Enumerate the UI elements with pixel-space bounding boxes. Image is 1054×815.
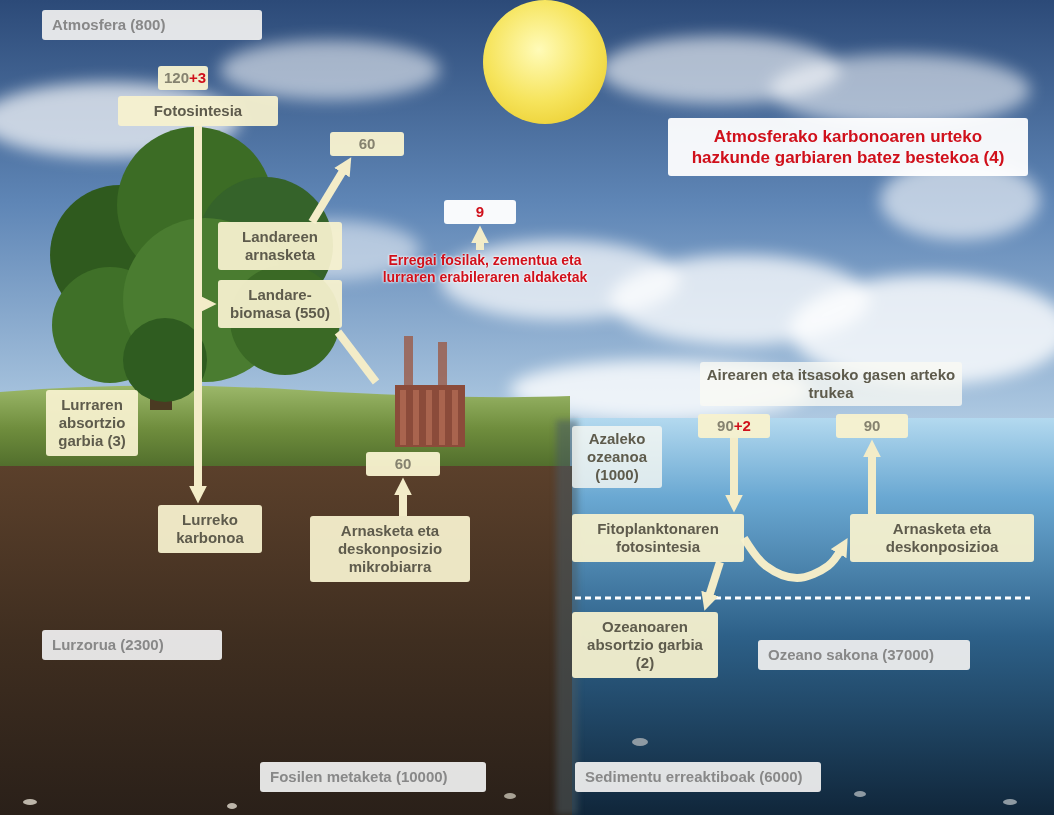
flux-arrow — [730, 438, 738, 500]
chimney — [404, 336, 413, 388]
flux-number: 60 — [366, 452, 440, 476]
flux-number: 60 — [330, 132, 404, 156]
flux-arrow — [868, 452, 876, 514]
process-box: Lurraren absortzio garbia (3) — [46, 390, 138, 456]
soil — [0, 466, 572, 815]
rock — [1003, 799, 1017, 805]
factory-column — [400, 390, 406, 445]
reservoir-box: Fosilen metaketa (10000) — [260, 762, 486, 792]
node-text: Airearen eta itsasoko gasen arteko truke… — [707, 366, 955, 401]
rock — [504, 793, 516, 799]
factory — [395, 336, 465, 447]
process-box: Arnasketa eta deskonposizio mikrobiarra — [310, 516, 470, 582]
ocean — [555, 418, 1054, 815]
node-text: 60 — [395, 455, 412, 472]
node-text: Arnasketa eta deskonposizio mikrobiarra — [338, 522, 442, 575]
flux-increment: +2 — [734, 417, 751, 434]
reservoir-box: Lurzorua (2300) — [42, 630, 222, 660]
node-text: 90 — [864, 417, 881, 434]
flux-arrow — [312, 168, 345, 222]
flux-increment: +3 — [189, 69, 206, 86]
node-text: Atmosferako karbonoaren urteko hazkunde … — [692, 127, 1005, 167]
node-text: 90 — [717, 417, 734, 434]
node-text: 9 — [476, 203, 484, 220]
node-text: Erregai fosilak, zementua eta lurraren e… — [383, 252, 588, 285]
rock — [632, 738, 648, 746]
node-text: 60 — [359, 135, 376, 152]
rocks — [23, 738, 1017, 809]
reservoir-box: Sedimentu erreaktiboak (6000) — [575, 762, 821, 792]
node-text: Fotosintesia — [154, 102, 242, 119]
factory-building — [395, 385, 465, 447]
flux-number: 120+3 — [158, 66, 208, 90]
factory-column — [452, 390, 458, 445]
node-text: Lurzorua (2300) — [52, 636, 164, 653]
flux-arrow — [198, 126, 204, 304]
sun — [483, 0, 607, 124]
node-text: Ozeano sakona (37000) — [768, 646, 934, 663]
factory-column — [426, 390, 432, 445]
flux-number: 9 — [444, 200, 516, 224]
factory-column — [413, 390, 419, 445]
process-box: Ozeanoaren absortzio garbia (2) — [572, 612, 718, 678]
flux-number: 90 — [836, 414, 908, 438]
rock — [227, 803, 237, 809]
node-text: Fitoplanktonaren fotosintesia — [597, 520, 719, 555]
node-text: Landare- biomasa (550) — [230, 286, 330, 321]
process-box: Fitoplanktonaren fotosintesia — [572, 514, 744, 562]
ocean-layer-divider — [575, 597, 1030, 600]
node-text: Atmosfera (800) — [52, 16, 165, 33]
cloud — [220, 40, 440, 100]
reservoir-box: Ozeano sakona (37000) — [758, 640, 970, 670]
node-text: Sedimentu erreaktiboak (6000) — [585, 768, 803, 785]
rock — [854, 791, 866, 797]
node-text: Azaleko ozeanoa (1000) — [587, 430, 647, 483]
source-label: Erregai fosilak, zementua eta lurraren e… — [378, 250, 592, 288]
reservoir-box: Atmosfera (800) — [42, 10, 262, 40]
node-text: Arnasketa eta deskonposizioa — [886, 520, 999, 555]
flux-number: 90+2 — [698, 414, 770, 438]
flux-arrow — [744, 538, 841, 578]
cloud — [770, 54, 1030, 126]
rock — [23, 799, 37, 805]
exchange-box: Airearen eta itsasoko gasen arteko truke… — [700, 362, 962, 406]
node-text: 120 — [164, 69, 189, 86]
node-text: Lurraren absortzio garbia (3) — [58, 396, 126, 449]
process-box: Fotosintesia — [118, 96, 278, 126]
biomass-flow-line — [338, 332, 376, 382]
flux-arrow — [194, 126, 202, 491]
flux-arrow — [708, 562, 720, 599]
factory-column — [439, 390, 445, 445]
node-text: Landareen arnasketa — [242, 228, 318, 263]
reservoir-box: Azaleko ozeanoa (1000) — [572, 426, 662, 488]
grass — [0, 385, 570, 472]
node-text: Ozeanoaren absortzio garbia (2) — [587, 618, 703, 671]
flux-arrow — [399, 490, 407, 516]
flux-arrow — [476, 238, 484, 250]
reservoir-box: Landare- biomasa (550) — [218, 280, 342, 328]
node-text: Fosilen metaketa (10000) — [270, 768, 448, 785]
node-text: Lurreko karbonoa — [176, 511, 244, 546]
chimney — [438, 342, 447, 388]
process-box: Arnasketa eta deskonposizioa — [850, 514, 1034, 562]
process-box: Landareen arnasketa — [218, 222, 342, 270]
reservoir-box: Lurreko karbonoa — [158, 505, 262, 553]
note-box: Atmosferako karbonoaren urteko hazkunde … — [668, 118, 1028, 176]
